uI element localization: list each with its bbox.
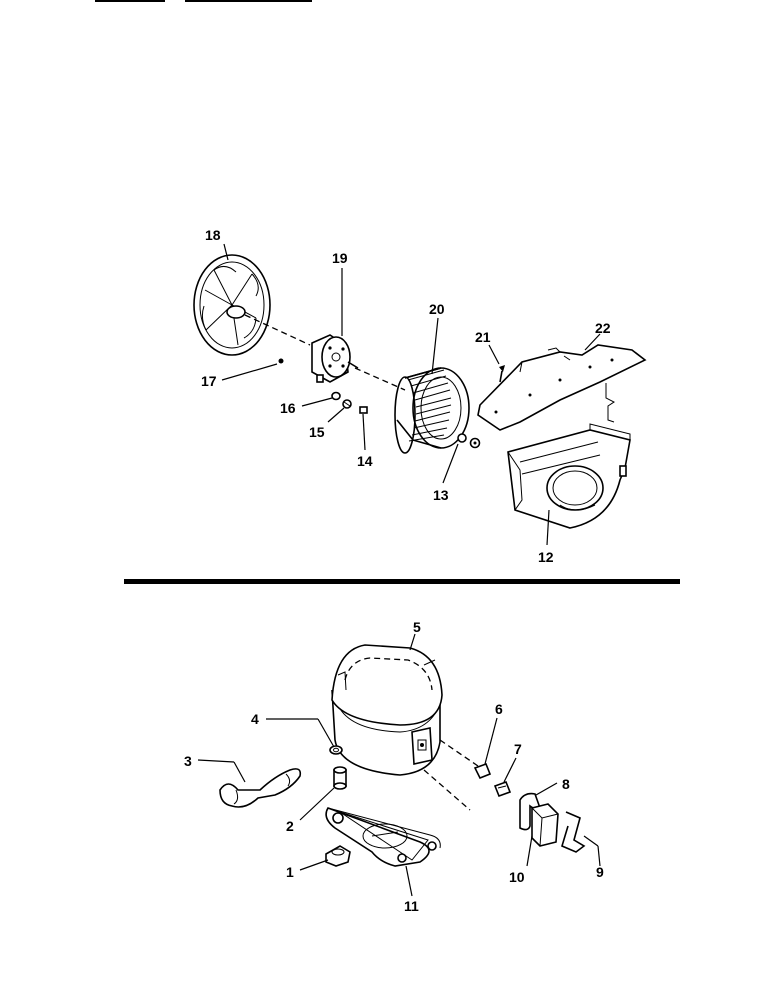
part-labels: 18 19 20 21 22 17 16 15 14 13 12 5 4 3 2…	[184, 227, 611, 914]
label-10: 10	[509, 869, 525, 885]
part-16-washer	[331, 391, 341, 401]
label-19: 19	[332, 250, 348, 266]
label-14: 14	[357, 453, 373, 469]
part-11-base-plate	[325, 807, 441, 867]
label-7: 7	[514, 741, 522, 757]
label-13: 13	[433, 487, 449, 503]
label-20: 20	[429, 301, 445, 317]
part-19-motor	[311, 334, 359, 383]
label-18: 18	[205, 227, 221, 243]
label-17: 17	[201, 373, 217, 389]
label-22: 22	[595, 320, 611, 336]
part-2-sleeve	[333, 766, 347, 790]
label-5: 5	[413, 619, 421, 635]
part-7-connector	[493, 780, 512, 798]
label-1: 1	[286, 864, 294, 880]
part-15-nut	[342, 399, 352, 409]
part-4-grommet	[329, 745, 343, 755]
label-15: 15	[309, 424, 325, 440]
part-9-bracket	[561, 811, 586, 853]
part-14-clip	[359, 406, 368, 414]
part-1-nut	[325, 845, 351, 867]
label-2: 2	[286, 818, 294, 834]
leader-lines	[197, 243, 601, 897]
label-3: 3	[184, 753, 192, 769]
label-12: 12	[538, 549, 554, 565]
label-4: 4	[251, 711, 259, 727]
part-10-relay-cover	[531, 803, 559, 847]
part-17-screw	[278, 358, 284, 364]
label-16: 16	[280, 400, 296, 416]
part-18-fan-shroud	[193, 254, 271, 356]
label-21: 21	[475, 329, 491, 345]
part-13-washers	[457, 433, 481, 449]
part-5-compressor	[331, 644, 443, 776]
section-divider	[124, 579, 680, 584]
label-6: 6	[495, 701, 503, 717]
part-22-mounting-bracket	[477, 344, 647, 431]
part-21-screw	[499, 365, 505, 383]
part-3-tube-fitting	[219, 768, 302, 808]
label-11: 11	[404, 898, 419, 914]
part-20-blower-wheel	[394, 367, 470, 454]
part-6-relay	[473, 762, 492, 780]
part-12-blower-housing	[507, 423, 631, 529]
label-8: 8	[562, 776, 570, 792]
label-9: 9	[596, 864, 604, 880]
